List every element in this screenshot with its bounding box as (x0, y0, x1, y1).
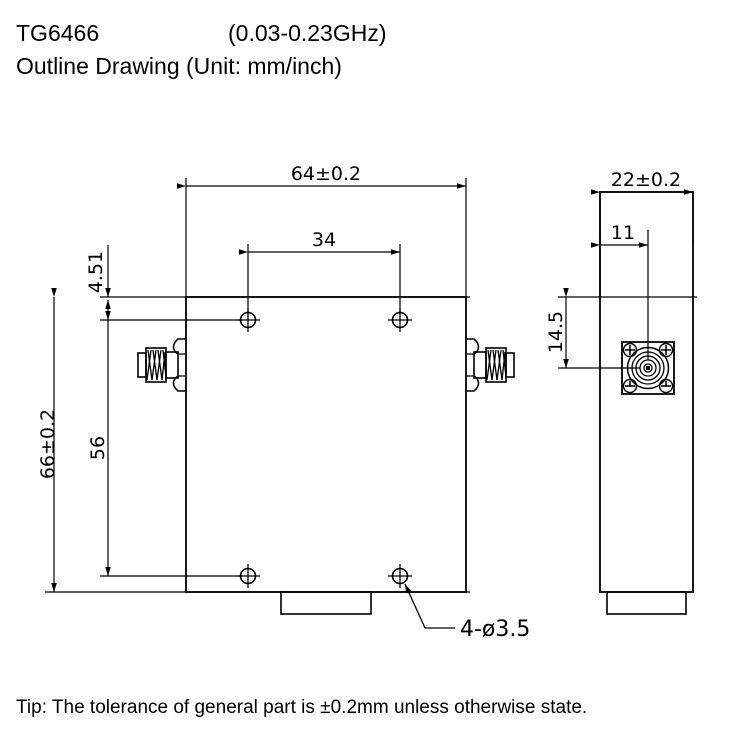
dim-label-hole-pitch-x: 34 (312, 229, 336, 251)
front-bottom-tab (280, 591, 372, 615)
dim-label-connector-offset-x: 11 (611, 222, 635, 244)
front-view (45, 178, 515, 629)
flange-screws (622, 342, 674, 394)
front-extension-lines (45, 178, 470, 593)
page-title-model: TG6466 (16, 20, 100, 46)
dim-label-front-width: 64±0.2 (291, 163, 361, 185)
side-view (558, 189, 697, 615)
mounting-hole-bottom-right (388, 564, 412, 588)
sma-connector-left (137, 338, 186, 392)
footer-tip-text: Tip: The tolerance of general part is ±0… (16, 697, 588, 718)
sma-connector-right (466, 338, 515, 392)
page-title-frequency: (0.03-0.23GHz) (228, 20, 387, 46)
side-body-outline (599, 191, 694, 593)
side-extension-lines (558, 192, 697, 369)
dim-label-connector-offset-y: 14.5 (545, 311, 567, 353)
dim-label-side-width: 22±0.2 (611, 169, 681, 191)
flange-connector-face (621, 341, 675, 395)
side-bottom-tab (606, 591, 687, 615)
hole-callout-leader (404, 583, 455, 629)
dim-label-edge-to-hole: 4.51 (85, 251, 107, 293)
front-body-outline (185, 296, 467, 593)
dim-label-hole-pitch-y: 56 (87, 436, 109, 460)
page-subtitle: Outline Drawing (Unit: mm/inch) (16, 53, 342, 79)
dim-label-hole-callout: 4-ø3.5 (460, 617, 530, 642)
dim-label-front-height: 66±0.2 (37, 409, 59, 479)
